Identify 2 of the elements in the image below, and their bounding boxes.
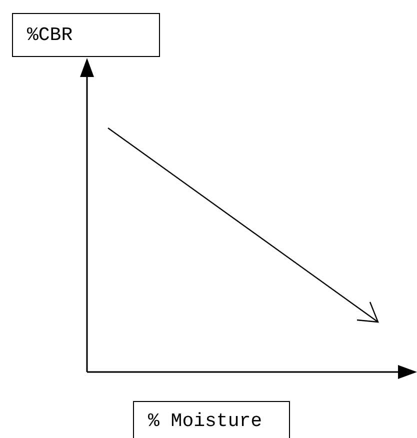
label-box: %CBR <box>12 13 160 57</box>
label-box: % Moisture <box>133 401 290 438</box>
